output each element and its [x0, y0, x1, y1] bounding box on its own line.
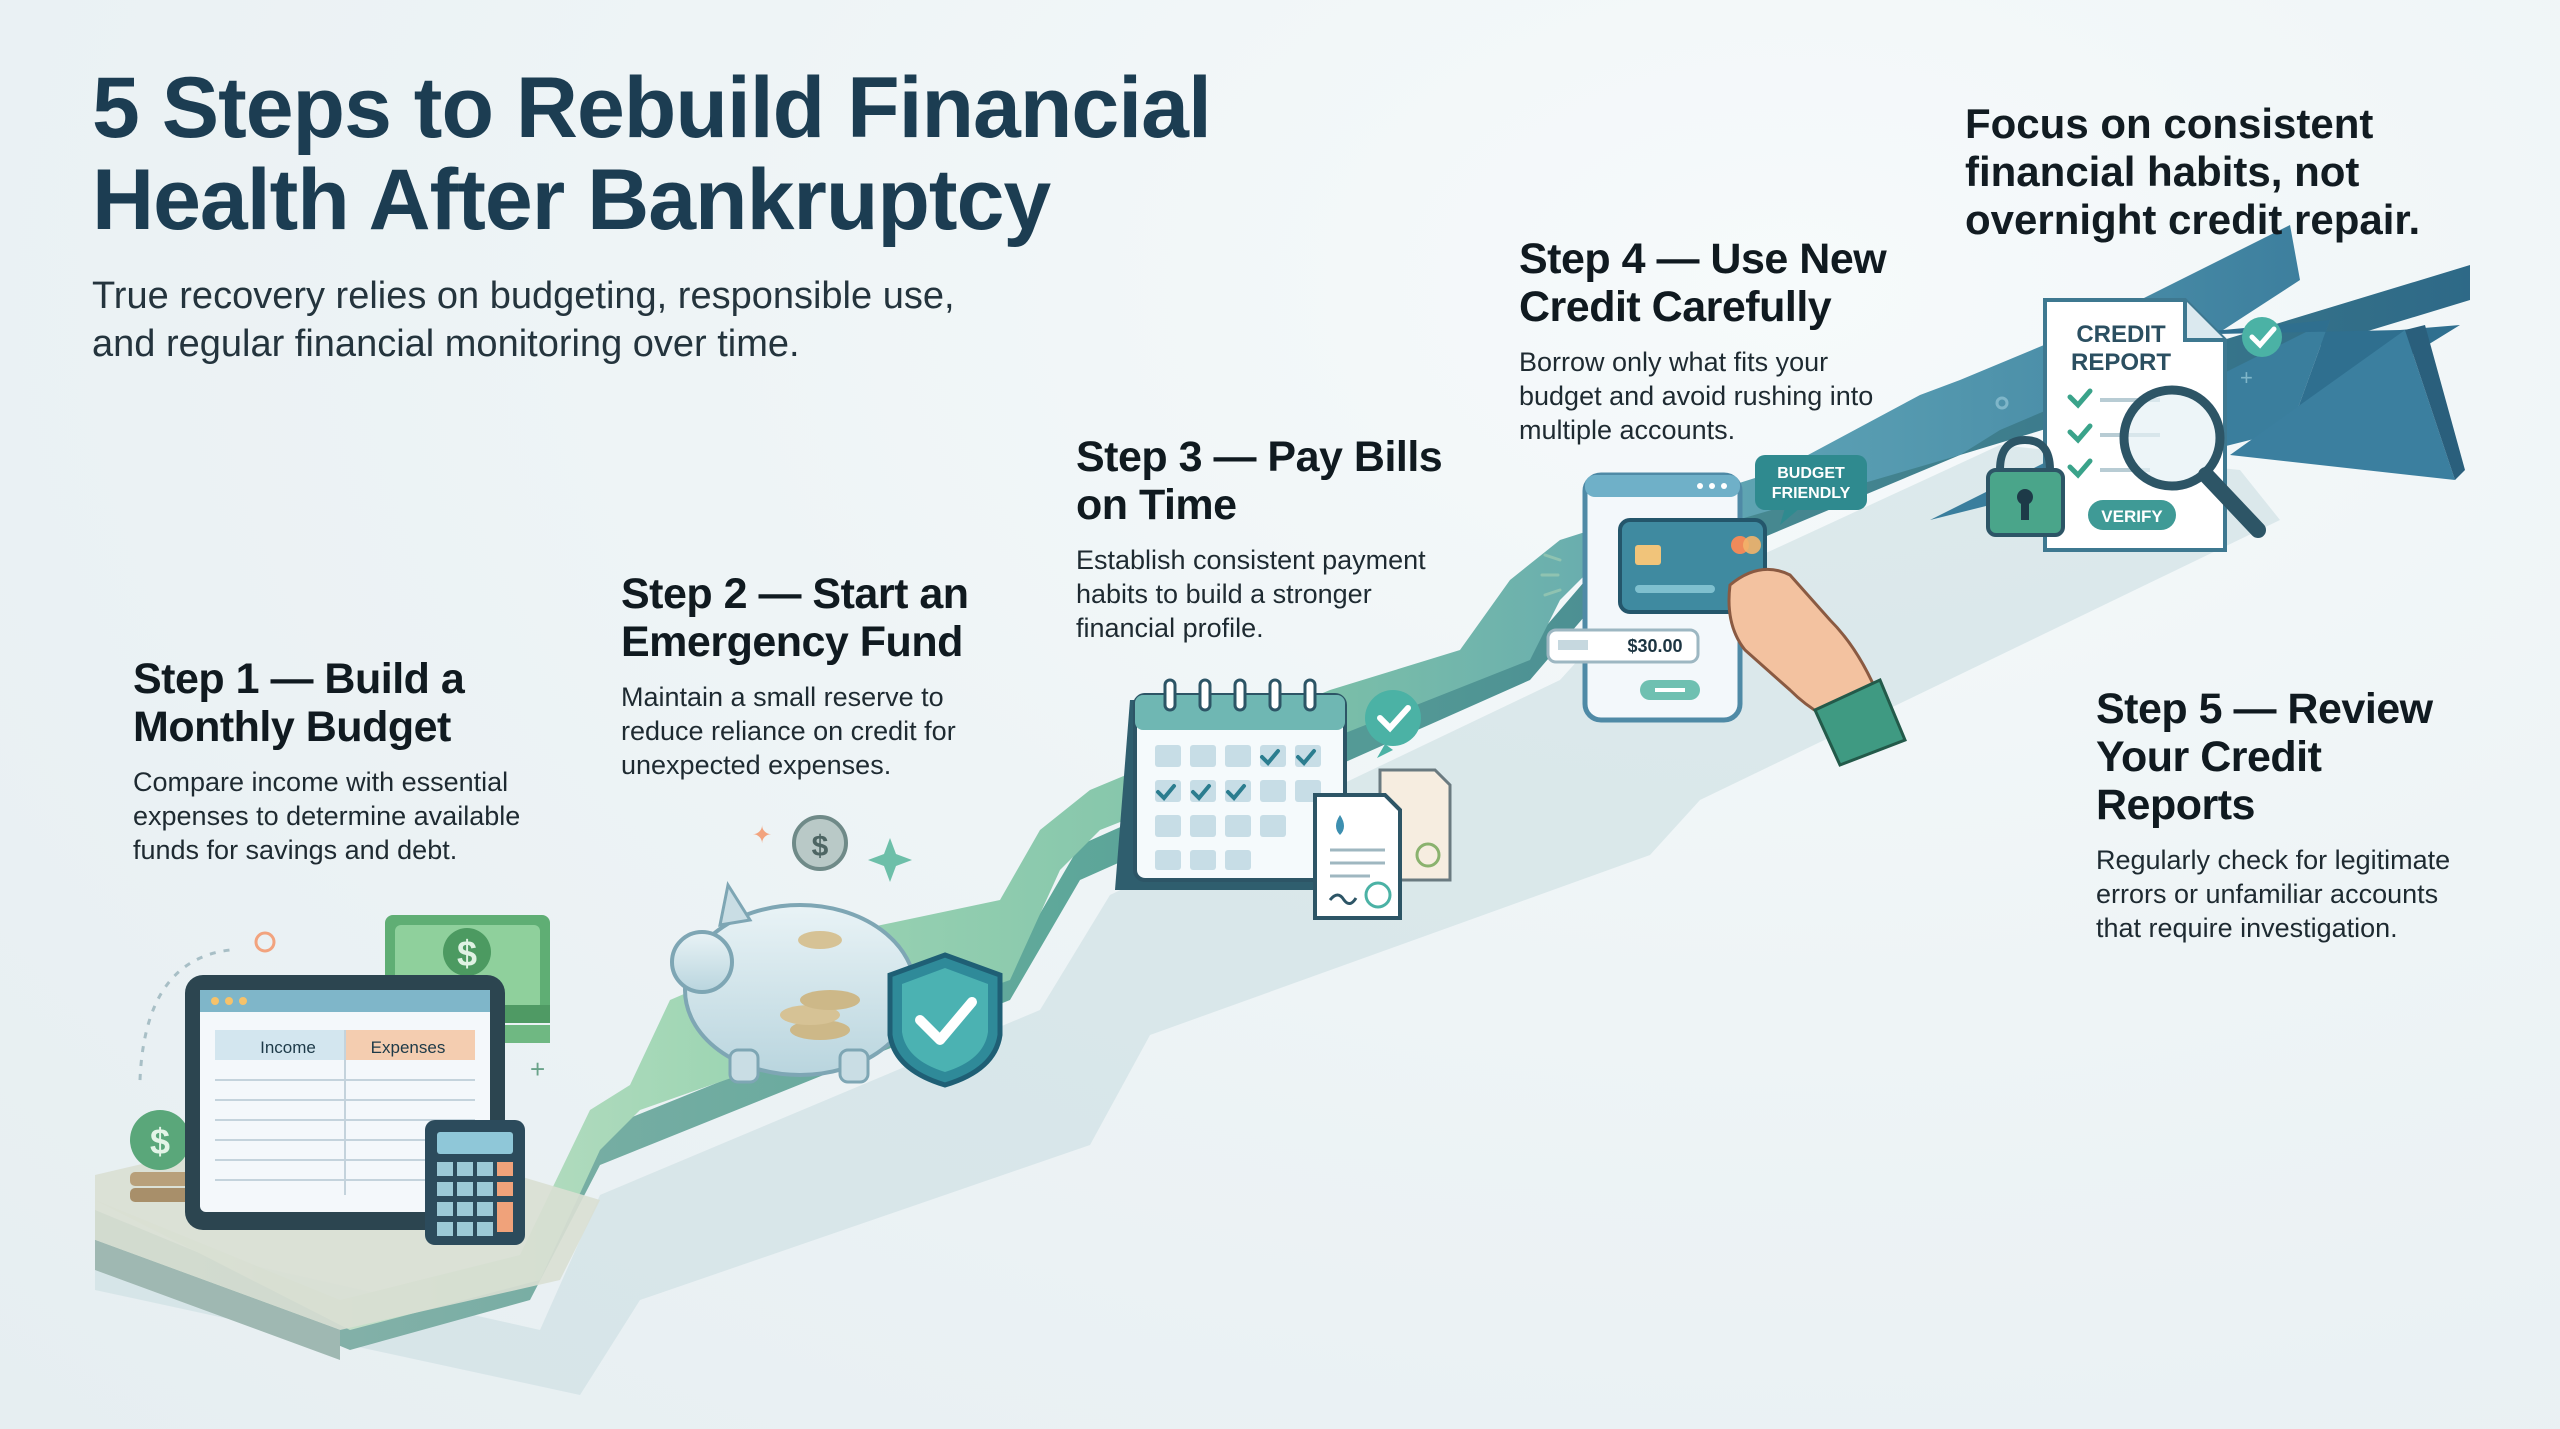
hand-icon: [1727, 567, 1907, 767]
tagline: Focus on consistent financial habits, no…: [1965, 100, 2421, 243]
svg-text:$: $: [150, 1121, 170, 1162]
step-4-title: Step 4 — Use New Credit Carefully: [1519, 235, 1887, 331]
arrow-head: [2230, 325, 2465, 480]
step-2-description: Maintain a small reserve to reduce relia…: [621, 682, 956, 780]
budget-income-label: Income: [260, 1038, 316, 1057]
svg-text:✦: ✦: [752, 822, 772, 849]
verify-label: VERIFY: [2101, 507, 2163, 526]
svg-text:+: +: [530, 1054, 545, 1084]
phone-amount: $30.00: [1627, 636, 1682, 656]
svg-text:+: +: [2240, 365, 2253, 390]
step-5: Step 5 — Review Your Credit Reports Regu…: [2096, 685, 2486, 945]
badge-line2: FRIENDLY: [1772, 485, 1851, 502]
step-2-title: Step 2 — Start an Emergency Fund: [621, 570, 969, 666]
step-3-description: Establish consistent payment habits to b…: [1076, 545, 1426, 643]
step-1-title: Step 1 — Build a Monthly Budget: [133, 655, 465, 751]
shield-check-icon: [887, 952, 1003, 1088]
magnifier-icon: [2119, 385, 2266, 538]
step-3: Step 3 — Pay Bills on Time Establish con…: [1076, 433, 1456, 645]
step-3-title: Step 3 — Pay Bills on Time: [1076, 433, 1443, 529]
report-title-line2: REPORT: [2071, 349, 2171, 376]
step-2: Step 2 — Start an Emergency Fund Maintai…: [621, 570, 1001, 782]
budget-tablet-icon: $ $ Income Expenses +: [130, 915, 550, 1245]
step-1: Step 1 — Build a Monthly Budget Compare …: [133, 655, 553, 867]
svg-text:$: $: [457, 933, 477, 974]
bill-icon: [1313, 768, 1452, 920]
page-title: 5 Steps to Rebuild Financial Health Afte…: [92, 60, 1212, 248]
step-5-title: Step 5 — Review Your Credit Reports: [2096, 685, 2433, 829]
step-5-description: Regularly check for legitimate errors or…: [2096, 845, 2451, 943]
step-4: Step 4 — Use New Credit Carefully Borrow…: [1519, 235, 1904, 447]
page-subtitle: True recovery relies on budgeting, respo…: [92, 275, 955, 365]
badge-line1: BUDGET: [1777, 465, 1845, 482]
budget-friendly-badge: BUDGET FRIENDLY: [1755, 455, 1867, 525]
step-4-description: Borrow only what fits your budget and av…: [1519, 347, 1874, 445]
svg-text:$: $: [812, 830, 829, 863]
calendar-icon: [1115, 678, 1421, 890]
budget-expenses-label: Expenses: [371, 1038, 446, 1057]
report-title-line1: CREDIT: [2076, 321, 2166, 348]
step-1-description: Compare income with essential expenses t…: [133, 767, 521, 865]
padlock-icon: [1986, 435, 2065, 537]
piggy-bank-icon: $ ✦: [670, 815, 917, 1084]
